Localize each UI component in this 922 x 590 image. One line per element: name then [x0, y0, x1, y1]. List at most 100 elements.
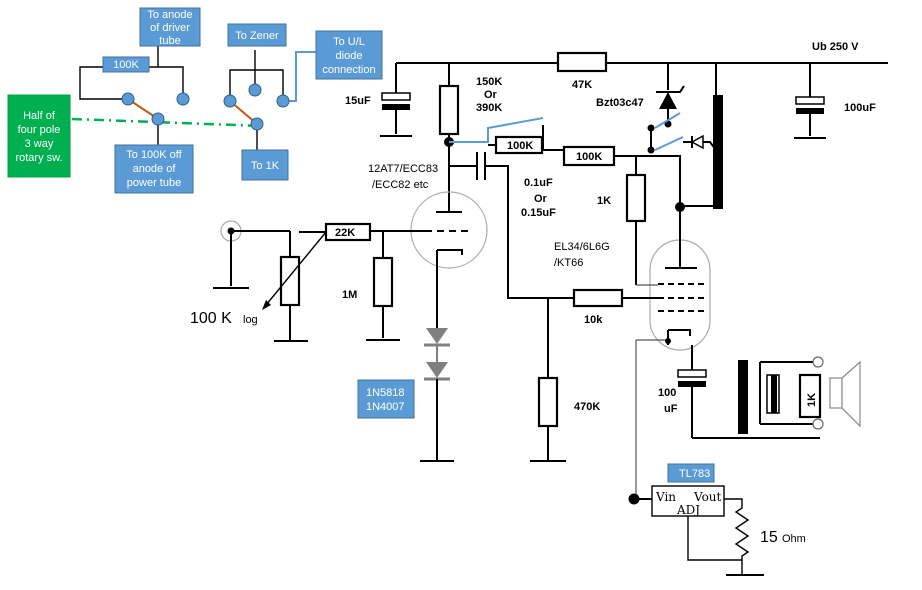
res-15-unit: Ohm: [782, 533, 806, 545]
to-ul-line1: To U/L: [333, 36, 365, 48]
half-switch-line3: 3 way: [25, 138, 54, 150]
cap-coupling-line3: 0.15uF: [521, 207, 556, 219]
to-100k-off-box: [114, 144, 194, 194]
supply-rail: 47K Ub 250 V 15uF 100uF: [345, 41, 888, 139]
to-100k-off-line3: power tube: [127, 177, 181, 189]
cap-100uf-top-label: 100uF: [844, 102, 876, 114]
switch-linkage-line: [71, 117, 263, 128]
to-anode-line3: tube: [159, 35, 180, 47]
res-47k: [556, 51, 608, 73]
to-zener-label: To Zener: [235, 30, 279, 42]
ul-switch-blade: [654, 136, 684, 151]
right-contact-3: [276, 94, 290, 108]
left-wafer-wire: [79, 66, 184, 100]
res-1k-speaker-label: 1K: [806, 393, 818, 407]
regulator-tl783: [651, 485, 725, 517]
pot-100k: [279, 255, 301, 307]
res-1k-label: 1K: [597, 195, 611, 207]
zener-label: Bzt03c47: [596, 97, 644, 109]
res-1m-label: 1M: [342, 289, 357, 301]
rotary-switch-area: Half of four pole 3 way rotary sw. 100K …: [7, 7, 383, 194]
diodes-box: [357, 379, 415, 419]
reg-vout-label: Vout: [693, 490, 722, 504]
res-1k: [625, 173, 647, 223]
to-ul-line2: diode: [336, 50, 363, 62]
power-tube: [649, 239, 711, 351]
cap-100uf-bottom: [677, 369, 707, 378]
power-tube-line1: EL34/6L6G: [554, 241, 610, 253]
regulator-box: [667, 463, 715, 483]
diode-2: [426, 362, 448, 378]
res-100k-b-label: 100K: [576, 151, 602, 163]
cap-15uf-label: 15uF: [345, 95, 371, 107]
pot-law-label: log: [243, 314, 258, 326]
half-switch-box: [7, 94, 71, 178]
reg-adj-label: ADJ: [676, 503, 700, 517]
cap-100uf-bottom-line1: 100: [658, 387, 676, 399]
to-anode-driver-box: [139, 7, 201, 47]
supply-label: Ub 250 V: [812, 41, 859, 53]
ul-link-wire: [283, 51, 316, 102]
diode-type-2: 1N4007: [366, 401, 405, 413]
to-100k-off-line2: anode of: [133, 163, 177, 175]
to-100k-off-line1: To 100K off: [126, 149, 182, 161]
reg-vin-label: Vin: [655, 490, 676, 504]
cap-100uf-bottom-line2: uF: [664, 403, 678, 415]
cap-coupling-line1: 0.1uF: [524, 177, 553, 189]
pot-wiper: [265, 231, 327, 306]
power-tube-line2: /KT66: [554, 257, 583, 269]
to-anode-line2: of driver: [150, 22, 190, 34]
regulator-label: TL783: [679, 468, 710, 480]
output-stage: Bzt03c47 1K EL34/6L6G /KT66 10k: [530, 63, 861, 576]
switch-100k-label: 100K: [113, 59, 139, 71]
right-contact-2: [248, 83, 262, 97]
driver-stage: 150K Or 390K 100K 100K 0.1uF Or 0.15uF 1…: [190, 63, 681, 462]
ul-diode: [690, 134, 704, 150]
to-1k-box: [241, 149, 289, 181]
cap-15uf: [381, 92, 411, 101]
switch-100k-box: [102, 56, 150, 73]
half-switch-line2: four pole: [18, 124, 61, 136]
half-switch-line1: Half of: [23, 110, 56, 122]
zener-switch-blade: [654, 112, 681, 129]
right-contact-1: [223, 94, 237, 108]
left-wiper-contact: [151, 112, 165, 126]
res-1m: [372, 256, 394, 308]
to-1k-label: To 1K: [251, 160, 280, 172]
right-wafer-wire: [229, 69, 284, 101]
zener-diode: [659, 92, 677, 109]
res-10k: [572, 288, 624, 308]
res-470k-label: 470K: [574, 401, 600, 413]
left-contact-2: [176, 92, 190, 106]
anode-switch-arm: [449, 117, 544, 143]
res-150k: [438, 84, 460, 136]
res-22k-label: 22K: [335, 227, 355, 239]
to-ul-box: [315, 30, 383, 80]
res-150k-line1: 150K: [476, 76, 502, 88]
diode-1: [426, 328, 448, 344]
driver-tube-line2: /ECC82 etc: [372, 179, 429, 191]
res-10k-label: 10k: [584, 314, 603, 326]
driver-tube-line1: 12AT7/ECC83: [368, 163, 438, 175]
right-wiper-contact: [250, 117, 264, 131]
half-switch-line4: rotary sw.: [15, 152, 62, 164]
res-100k-a: [494, 135, 544, 155]
res-100k-a-label: 100K: [507, 140, 533, 152]
res-150k-line2: Or: [484, 89, 498, 101]
res-470k: [537, 376, 559, 428]
cap-coupling-line2: Or: [534, 193, 548, 205]
to-anode-line1: To anode: [147, 9, 192, 21]
speaker: [829, 377, 843, 409]
cap-100uf-top: [795, 96, 825, 105]
output-transformer-primary: [713, 95, 723, 209]
res-1k-speaker: [798, 373, 822, 419]
pot-label: 100 K: [190, 310, 232, 327]
to-zener-box: [227, 23, 287, 47]
res-150k-line3: 390K: [476, 102, 502, 114]
output-transformer-secondary: [738, 360, 748, 434]
to-ul-line3: connection: [322, 64, 375, 76]
res-15-label: 15: [760, 529, 778, 546]
left-contact-1: [121, 92, 135, 106]
diode-type-1: 1N5818: [366, 387, 405, 399]
